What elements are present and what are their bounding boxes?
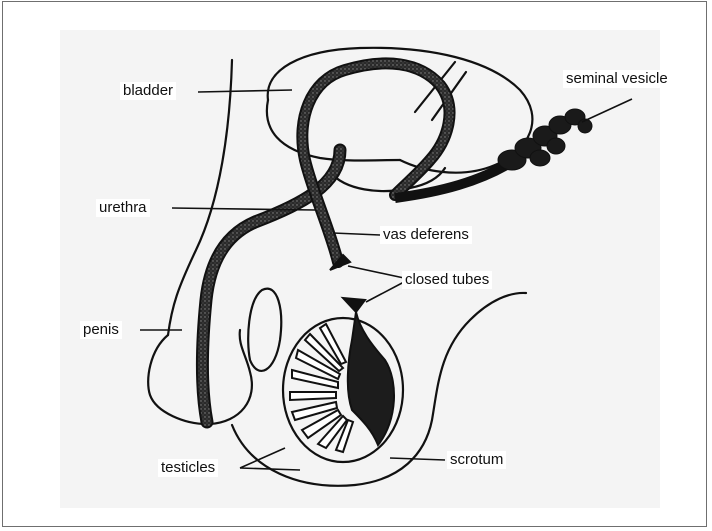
label-scrotum: scrotum (447, 451, 506, 469)
label-penis: penis (80, 321, 122, 339)
label-testicles: testicles (158, 459, 218, 477)
label-urethra: urethra (96, 199, 150, 217)
label-closed-tubes: closed tubes (402, 271, 492, 289)
label-bladder: bladder (120, 82, 176, 100)
label-seminal-vesicle: seminal vesicle (563, 70, 671, 88)
label-vas-deferens: vas deferens (380, 226, 472, 244)
